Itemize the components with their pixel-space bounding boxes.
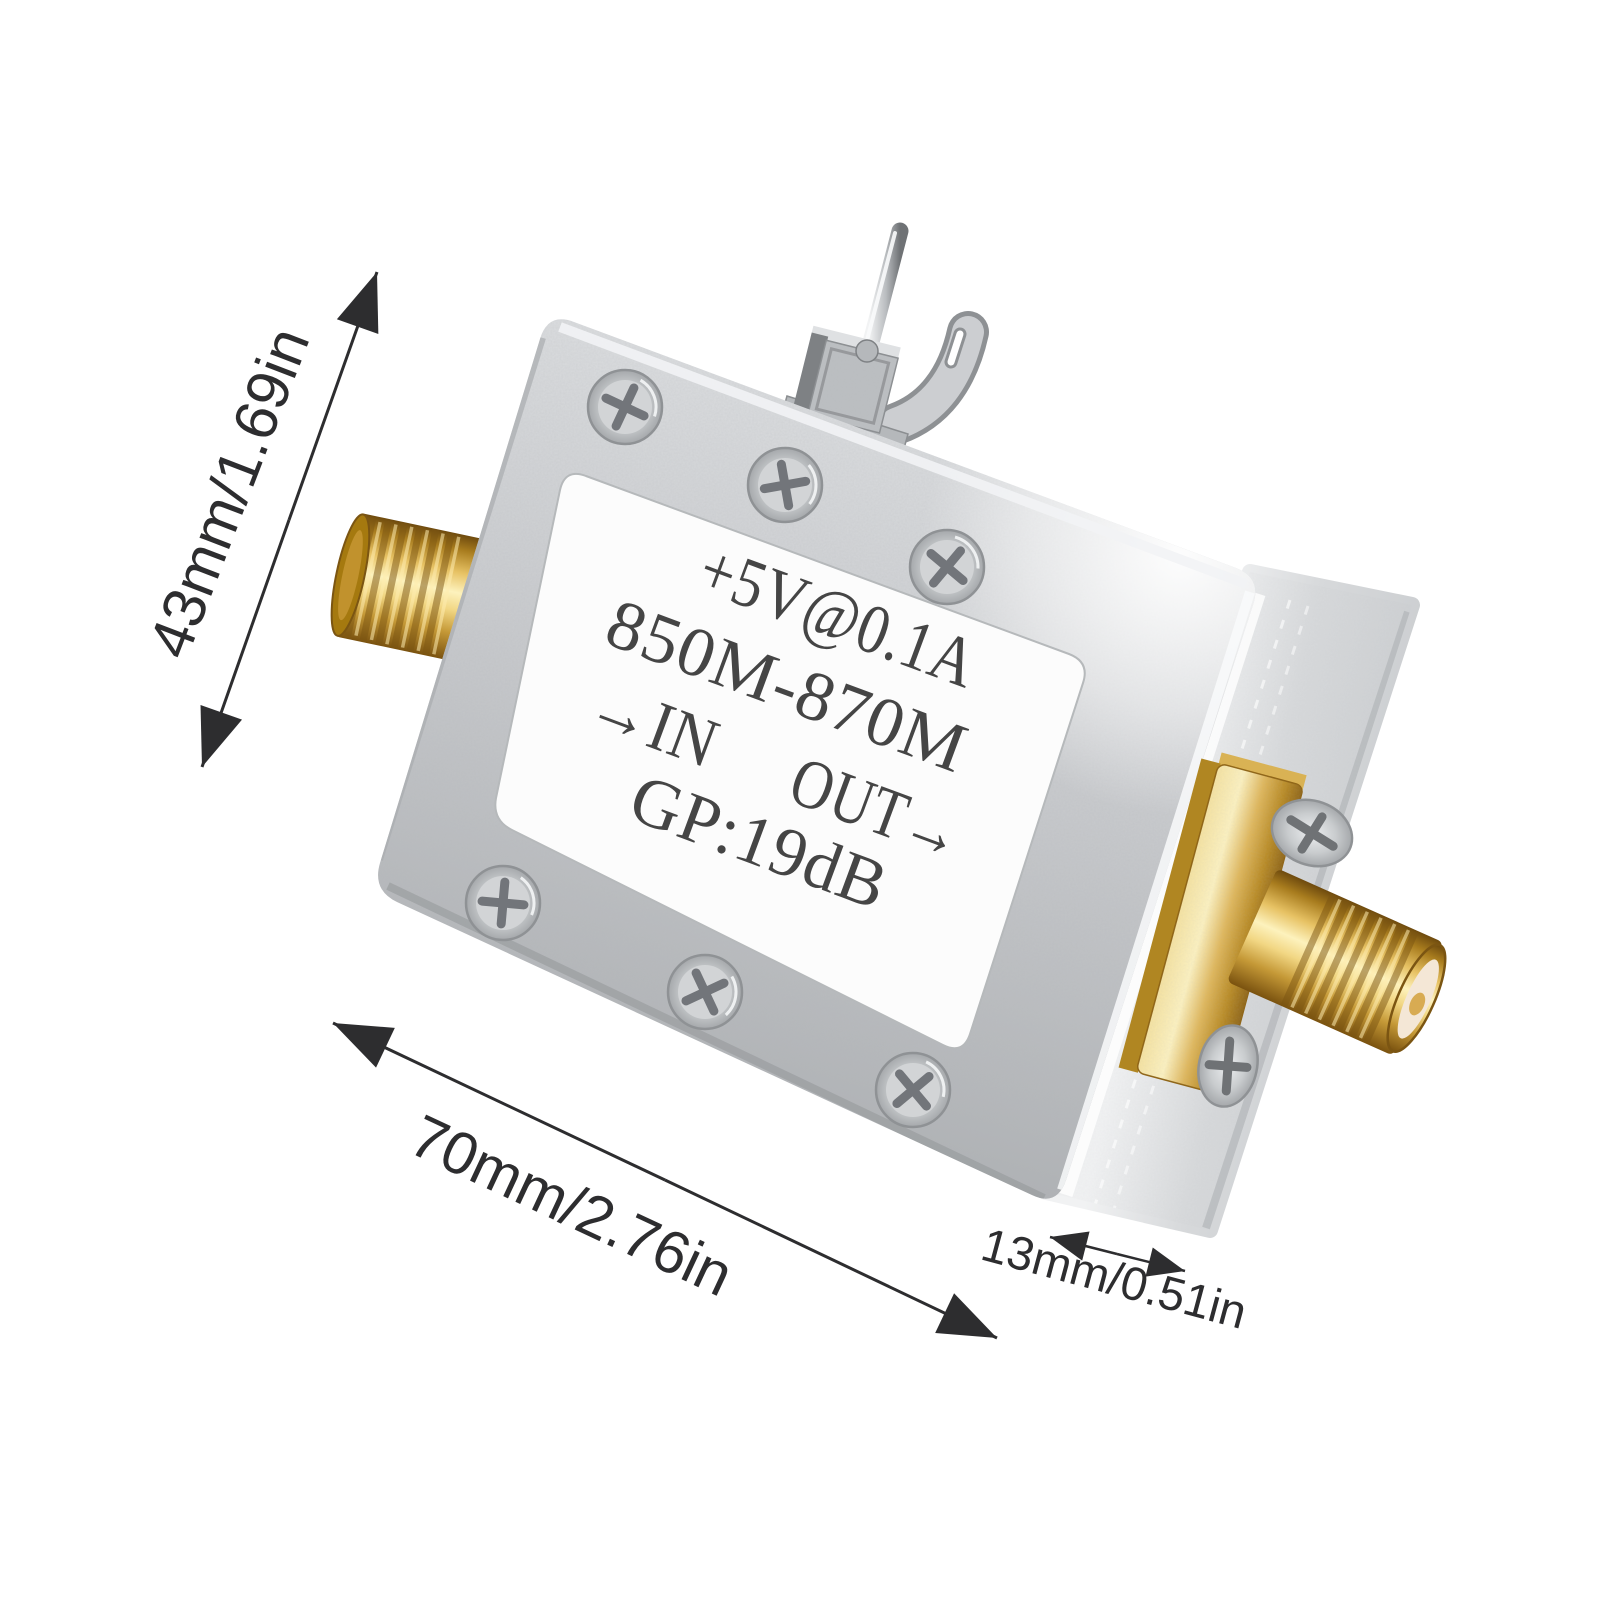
right-edge-highlight xyxy=(1057,590,1255,1192)
screw xyxy=(586,368,664,446)
screw xyxy=(666,953,744,1031)
dimension-label-length: 70mm/2.76in xyxy=(400,1102,743,1309)
dimension-arrow-height xyxy=(200,271,379,768)
sma-connector-right xyxy=(1118,752,1447,1108)
toggle-switch xyxy=(781,222,989,453)
right-barrel-center-contact xyxy=(1409,992,1426,1016)
dimension-arrow-length xyxy=(332,1021,998,1340)
switch-lever xyxy=(860,222,909,359)
solder-lug xyxy=(880,316,984,440)
screw xyxy=(464,864,542,942)
right-barrel-threads xyxy=(1280,893,1419,1044)
label-sticker xyxy=(494,472,1086,1050)
panel-screws xyxy=(464,368,986,1129)
connector-flange xyxy=(1118,752,1307,1094)
right-barrel-group xyxy=(1228,870,1447,1054)
flange-screw xyxy=(1270,798,1354,868)
dimension-arrow-depth xyxy=(1049,1231,1186,1277)
lever-pivot xyxy=(855,339,879,363)
left-barrel-thread-highlights xyxy=(354,521,461,655)
flange-screw xyxy=(1197,1024,1259,1108)
screw xyxy=(874,1051,952,1129)
module-label: +5V@0.1A 850M-870M →IN OUT→ GP:19dB xyxy=(494,472,1086,1050)
right-barrel-thread-highlights xyxy=(1290,898,1411,1039)
lug-slot xyxy=(947,330,964,366)
flange-side-face xyxy=(1118,758,1221,1073)
top-edge-highlight xyxy=(558,322,1248,589)
switch-lever-highlight xyxy=(863,231,897,350)
screw xyxy=(908,528,986,606)
dimension-label-height: 43mm/1.69in xyxy=(135,319,322,667)
screw xyxy=(746,446,824,524)
left-barrel-end-inner xyxy=(338,530,363,621)
